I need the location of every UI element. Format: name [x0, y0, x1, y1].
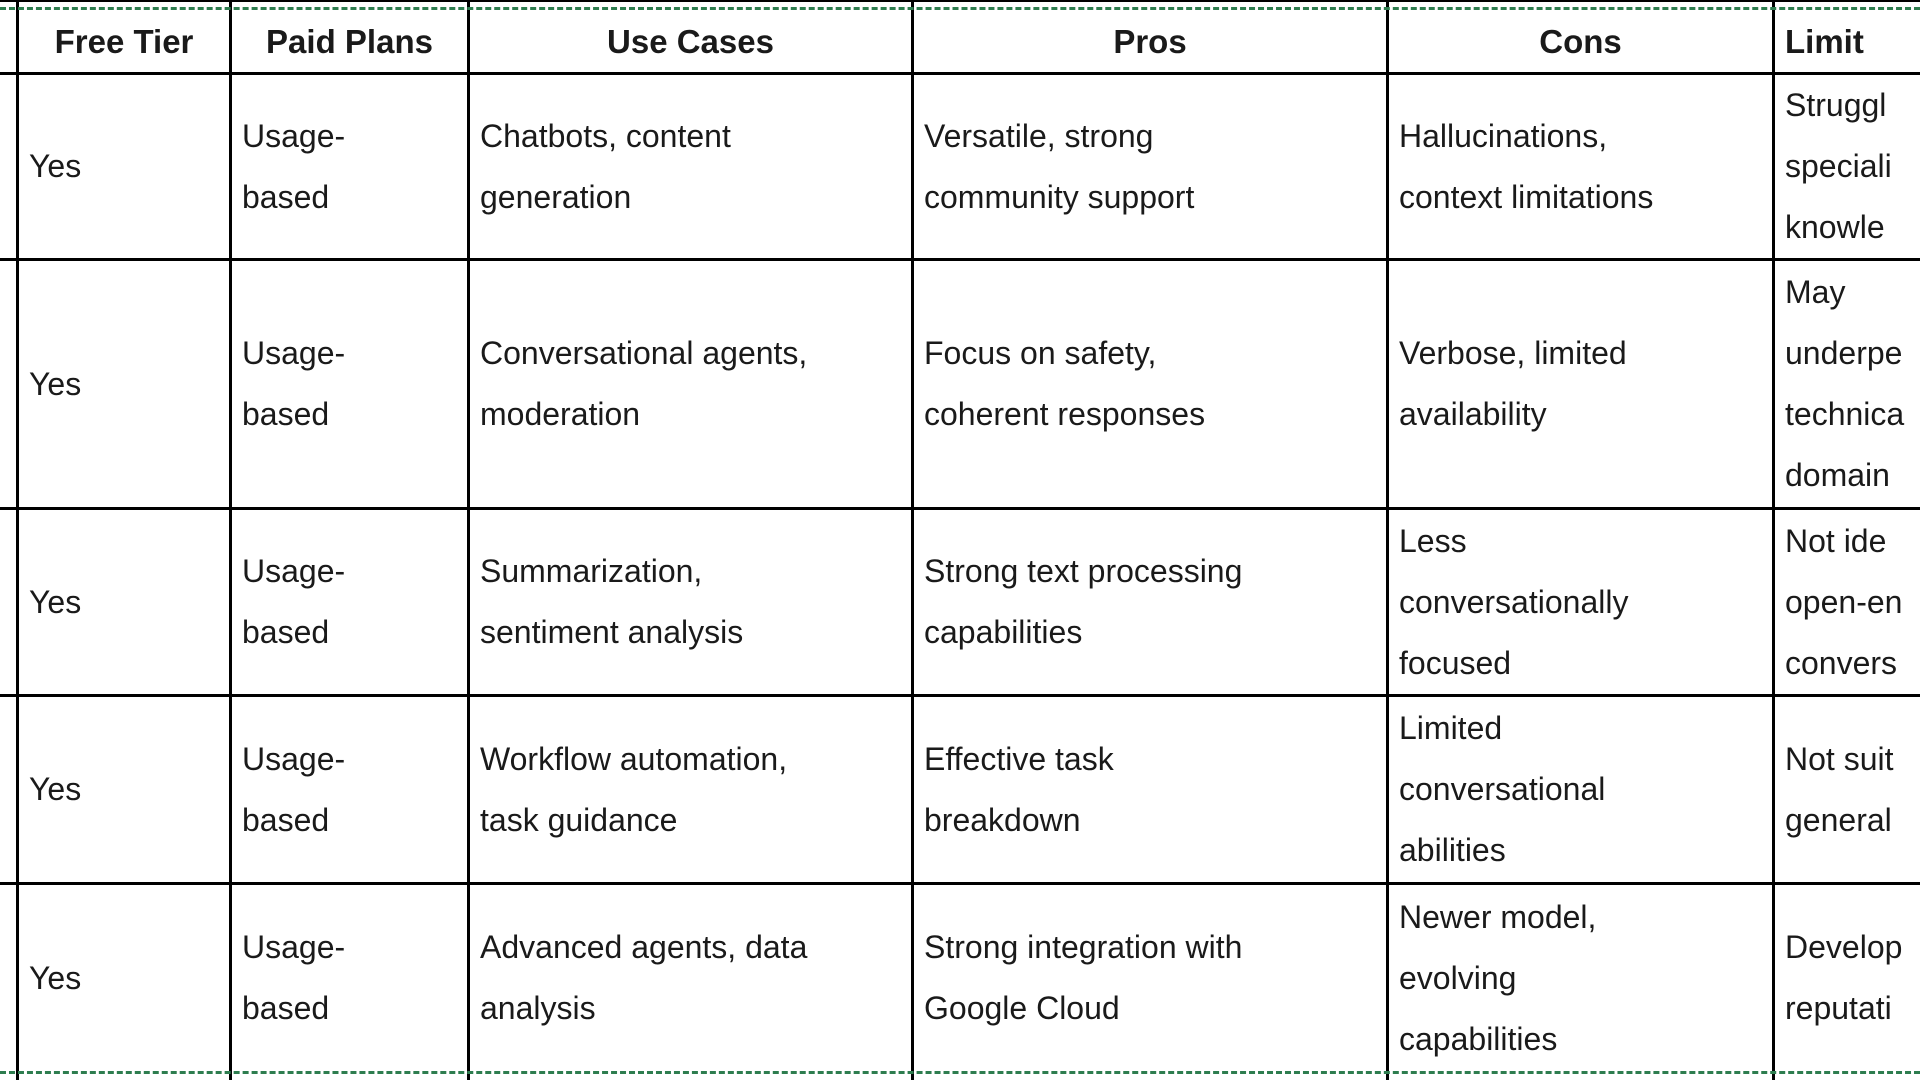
row-divider: [0, 0, 1920, 2]
cell-free-tier[interactable]: Yes: [29, 148, 82, 184]
cell-limitations[interactable]: May underpe technica domain: [1785, 274, 1905, 493]
cell-use-cases[interactable]: Summarization, sentiment analysis: [480, 553, 744, 650]
header-paid-plans[interactable]: Paid Plans: [266, 23, 433, 60]
cell-pros[interactable]: Strong text processing capabilities: [924, 553, 1243, 650]
cell-paid-plans[interactable]: Usage- based: [242, 335, 346, 432]
row-divider: [0, 72, 1920, 75]
cell-pros[interactable]: Effective task breakdown: [924, 740, 1114, 838]
row-divider: [0, 258, 1920, 261]
selection-border-top: [0, 7, 1920, 10]
header-cons[interactable]: Cons: [1539, 23, 1622, 60]
cell-pros[interactable]: Strong integration with Google Cloud: [924, 929, 1243, 1026]
cell-paid-plans[interactable]: Usage- based: [242, 553, 346, 650]
header-pros[interactable]: Pros: [1113, 23, 1187, 60]
header-use-cases[interactable]: Use Cases: [607, 23, 774, 60]
cell-free-tier[interactable]: Yes: [29, 959, 82, 996]
cell-cons[interactable]: Newer model, evolving capabilities: [1399, 898, 1597, 1057]
cell-pros[interactable]: Focus on safety, coherent responses: [924, 335, 1206, 432]
cell-paid-plans[interactable]: Usage- based: [242, 117, 346, 215]
cell-limitations[interactable]: Struggl speciali knowle: [1785, 87, 1892, 245]
cell-free-tier[interactable]: Yes: [29, 583, 82, 620]
cell-limitations[interactable]: Develop reputati: [1785, 929, 1903, 1026]
cell-limitations[interactable]: Not suit general: [1785, 740, 1894, 838]
cell-pros[interactable]: Versatile, strong community support: [924, 117, 1195, 215]
header-free-tier[interactable]: Free Tier: [54, 23, 194, 60]
cell-limitations[interactable]: Not ide open-en convers: [1785, 522, 1903, 681]
row-divider: [0, 694, 1920, 697]
row-divider: [0, 507, 1920, 510]
cell-cons[interactable]: Verbose, limited availability: [1399, 335, 1627, 432]
cell-free-tier[interactable]: Yes: [29, 771, 82, 807]
selection-border-bottom: [0, 1071, 1920, 1074]
cell-cons[interactable]: Hallucinations, context limitations: [1399, 117, 1654, 215]
header-limitations[interactable]: Limit: [1785, 23, 1864, 60]
cell-paid-plans[interactable]: Usage- based: [242, 740, 346, 838]
column-divider: [911, 0, 914, 1080]
column-divider: [467, 0, 470, 1080]
cell-use-cases[interactable]: Chatbots, content generation: [480, 117, 731, 215]
column-divider: [16, 0, 19, 1080]
cell-use-cases[interactable]: Advanced agents, data analysis: [480, 929, 808, 1026]
cell-free-tier[interactable]: Yes: [29, 365, 82, 402]
column-divider: [1772, 0, 1775, 1080]
column-divider: [229, 0, 232, 1080]
row-divider: [0, 882, 1920, 885]
cell-cons[interactable]: Limited conversational abilities: [1399, 710, 1606, 868]
cell-paid-plans[interactable]: Usage- based: [242, 929, 346, 1026]
cell-use-cases[interactable]: Workflow automation, task guidance: [480, 740, 788, 838]
cell-use-cases[interactable]: Conversational agents, moderation: [480, 335, 808, 432]
cell-cons[interactable]: Less conversationally focused: [1399, 522, 1629, 681]
column-divider: [1386, 0, 1389, 1080]
